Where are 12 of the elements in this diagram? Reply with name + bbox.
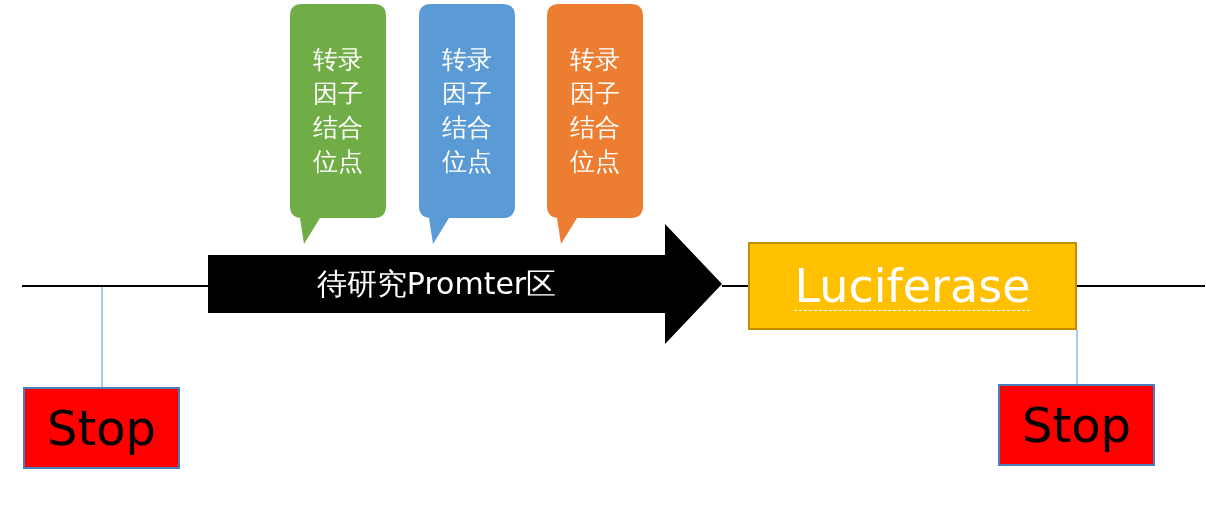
dna-line [1076, 285, 1206, 287]
leader-line [101, 286, 103, 388]
dna-line [721, 285, 749, 287]
binding-site-label: 转录因子结合位点 [441, 44, 493, 178]
promoter-label: 待研究Promter区 [316, 264, 557, 303]
stop-label: Stop [1021, 397, 1132, 453]
gene-label: Luciferase [794, 259, 1031, 313]
binding-site-label: 转录因子结合位点 [312, 44, 364, 178]
dna-line [21, 285, 209, 287]
stop-label: Stop [46, 400, 157, 456]
leader-line [1076, 329, 1078, 385]
binding-site-label: 转录因子结合位点 [569, 44, 621, 178]
